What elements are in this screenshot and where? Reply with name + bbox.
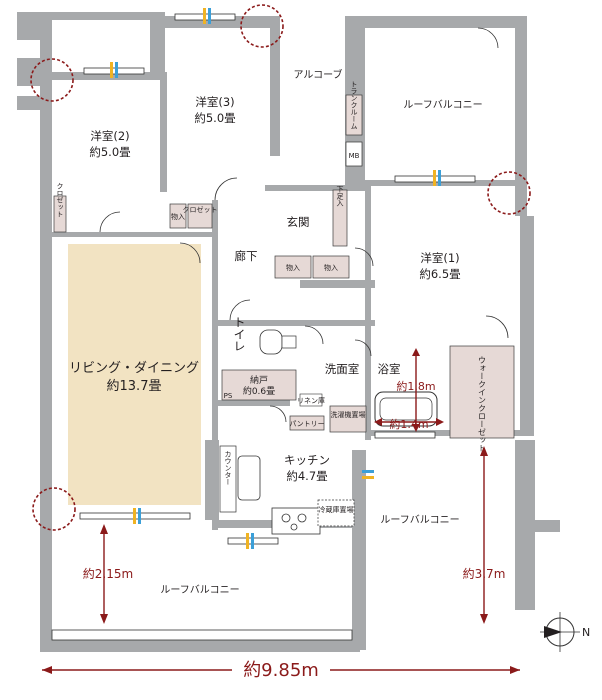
walkin-closet-space: [449, 345, 515, 439]
roof-balcony-right-label: ルーフバルコニー: [380, 514, 459, 526]
trunk-room: [345, 94, 363, 136]
western2-size: 約5.0畳: [89, 145, 130, 159]
storage-western3: [169, 203, 187, 229]
counter: [219, 445, 237, 513]
trunk-room-label: トランクルーム: [350, 81, 358, 130]
dimension-labels: 約9.85m 約2.15m 約3.7m 約1.8m 約1.4m: [83, 379, 506, 681]
fridge-label: 冷蔵庫置場: [319, 505, 354, 514]
western2-name: 洋室(2): [90, 129, 129, 143]
storage-label-3: 物入: [171, 212, 185, 221]
hall-storage-2: [312, 255, 350, 279]
hall-storage-2-label: 物入: [324, 263, 338, 272]
kitchen-name: キッチン: [284, 453, 330, 467]
compass-arrow-icon: [544, 626, 562, 638]
storage-room: [221, 369, 297, 401]
alcove-label: アルコーブ: [293, 68, 342, 81]
washroom-label: 洗面室: [325, 362, 360, 376]
pantry: [289, 415, 325, 431]
pantry-label: パントリー: [289, 420, 324, 428]
closet-label-2: クロゼット: [56, 183, 64, 218]
storage-name: 納戸: [250, 374, 268, 386]
ps-label-1: PS: [224, 392, 233, 400]
ldk-name: リビング・ダイニング: [69, 361, 199, 376]
closet-western3: [187, 203, 213, 229]
bathroom-label: 浴室: [378, 362, 401, 376]
shoe-box-label: 下足入: [336, 186, 344, 207]
kitchen-size: 約4.7畳: [286, 469, 327, 483]
linen-box: [299, 393, 323, 407]
storage-size: 約0.6畳: [243, 385, 275, 397]
laundry-space: [329, 405, 367, 433]
bathtub: [374, 391, 438, 427]
balcony-depth-right-label: 約3.7m: [463, 566, 506, 581]
windows: [79, 8, 476, 549]
western3-size: 約5.0畳: [194, 111, 235, 125]
entrance-label: 玄関: [287, 215, 310, 229]
stove: [271, 507, 321, 535]
laundry-label: 洗濯機置場: [331, 410, 366, 419]
compass-label: N: [582, 626, 590, 639]
hall-storage-1-label: 物入: [286, 263, 300, 272]
balcony-depth-left-label: 約2.15m: [83, 566, 133, 581]
western1-size: 約6.5畳: [419, 267, 460, 281]
kitchen-sink: [237, 455, 261, 501]
counter-label: カウンター: [224, 451, 232, 486]
mb-label: MB: [349, 152, 360, 160]
toilet-bowl: [259, 329, 283, 355]
western3-name: 洋室(3): [195, 95, 234, 109]
ldk-area: [68, 244, 201, 505]
fixtures: トランクルーム MB クロゼット 物入 クロゼット 下足入 物入 物入 PS P…: [53, 81, 515, 535]
total-width-label: 約9.85m: [243, 660, 319, 681]
hallway-label: 廊下: [235, 249, 258, 263]
linen-label: リネン庫: [297, 396, 325, 405]
doors: [99, 27, 509, 423]
walkin-closet-label: ウォークインクローゼット: [478, 356, 487, 452]
hall-storage-1: [274, 255, 312, 279]
compass: N: [540, 612, 590, 652]
mb-box: [345, 141, 363, 167]
toilet-label: トイレ: [232, 316, 246, 352]
ldk-size: 約13.7畳: [107, 379, 162, 394]
dimension-lines: [42, 348, 520, 674]
room-labels: アルコーブ ルーフバルコニー 洋室(3) 約5.0畳 洋室(2) 約5.0畳 玄…: [69, 68, 487, 596]
roof-balcony-bottom-label: ルーフバルコニー: [160, 584, 239, 596]
western1-name: 洋室(1): [420, 251, 459, 265]
roof-balcony-top-label: ルーフバルコニー: [403, 99, 482, 111]
corner-markers: [30, 4, 531, 531]
bath-width-label: 約1.4m: [389, 417, 428, 431]
closet-western2: [53, 195, 67, 233]
toilet-tank: [281, 335, 297, 349]
bath-height-label: 約1.8m: [396, 379, 435, 393]
fridge-space: [317, 499, 355, 527]
shoe-box: [332, 189, 348, 247]
closet-label-3: クロゼット: [183, 205, 218, 214]
